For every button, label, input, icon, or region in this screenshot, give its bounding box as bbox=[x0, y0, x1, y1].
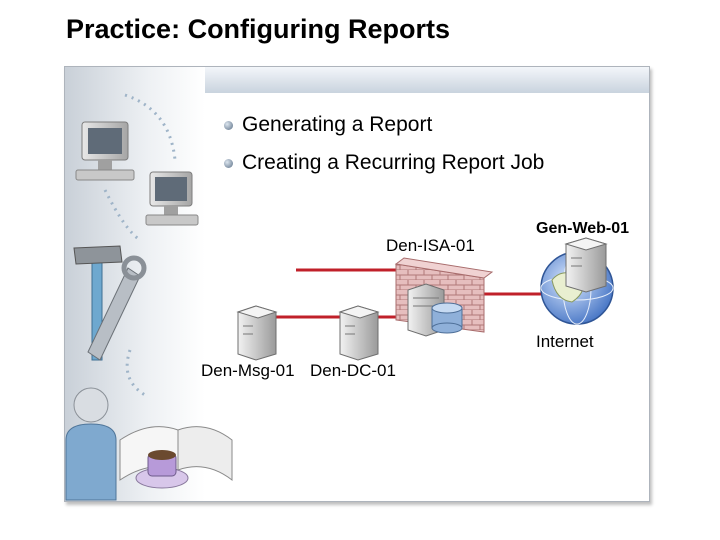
bullet-item: Generating a Report bbox=[224, 110, 544, 148]
bullet-text: Creating a Recurring Report Job bbox=[242, 151, 545, 174]
wrench-icon bbox=[87, 255, 147, 361]
label-den-msg-01: Den-Msg-01 bbox=[201, 361, 295, 380]
bullet-list: Generating a Report Creating a Recurring… bbox=[224, 110, 544, 186]
page-title: Practice: Configuring Reports bbox=[66, 14, 451, 44]
dc-server-icon bbox=[338, 305, 380, 361]
workstation-icon bbox=[75, 121, 135, 181]
bullet-dot-icon bbox=[224, 121, 233, 130]
label-den-isa-01: Den-ISA-01 bbox=[386, 236, 475, 255]
label-den-dc-01: Den-DC-01 bbox=[310, 361, 396, 380]
msg-server-icon bbox=[236, 305, 278, 361]
bullet-text: Generating a Report bbox=[242, 113, 433, 136]
coffee-cup-icon bbox=[135, 450, 189, 489]
label-internet: Internet bbox=[536, 332, 594, 351]
user-figure-icon bbox=[65, 387, 117, 501]
hammer-icon bbox=[73, 245, 123, 361]
web-server-icon bbox=[564, 237, 608, 293]
bullet-dot-icon bbox=[224, 159, 233, 168]
bullet-item: Creating a Recurring Report Job bbox=[224, 148, 544, 186]
database-icon bbox=[431, 302, 463, 334]
label-gen-web-01: Gen-Web-01 bbox=[536, 220, 630, 237]
workstation-icon bbox=[145, 171, 199, 226]
